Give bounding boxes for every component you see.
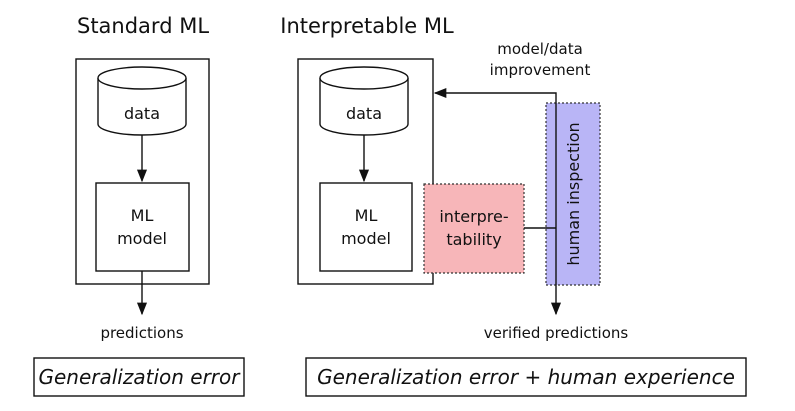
interpretability-box bbox=[423, 183, 525, 274]
human-inspection-box bbox=[545, 102, 601, 286]
standard-ml-model-label-line1: ML bbox=[131, 206, 154, 225]
feedback-arrow bbox=[433, 87, 557, 228]
standard-data-label: data bbox=[124, 104, 160, 123]
human-inspection-label: human inspection bbox=[564, 122, 583, 265]
standard-data-cylinder-icon bbox=[97, 66, 187, 136]
standard-ml-model-label-line2: model bbox=[117, 229, 167, 248]
verified-predictions-label: verified predictions bbox=[484, 324, 629, 342]
interpretable-metric-box bbox=[305, 357, 747, 397]
interpretable-ml-title: Interpretable ML bbox=[280, 14, 454, 38]
interpretability-label-line1: interpre- bbox=[439, 207, 508, 226]
interpretable-ml-model-label-line2: model bbox=[341, 229, 391, 248]
standard-metric-label: Generalization error bbox=[38, 365, 241, 389]
standard-ml-title: Standard ML bbox=[77, 14, 209, 38]
interpretable-ml-panel: Interpretable ML data ML model interpre-… bbox=[280, 14, 747, 397]
interpretable-ml-model-label-line1: ML bbox=[355, 206, 378, 225]
feedback-label-line1: model/data bbox=[497, 40, 583, 58]
interpretability-label-line2: tability bbox=[446, 230, 501, 249]
standard-predictions-label: predictions bbox=[100, 324, 183, 342]
standard-metric-box bbox=[33, 357, 245, 397]
feedback-label-line2: improvement bbox=[490, 61, 591, 79]
interpretable-data-label: data bbox=[346, 104, 382, 123]
interpretable-data-cylinder-icon bbox=[319, 66, 409, 136]
interpretable-metric-label: Generalization error + human experience bbox=[317, 365, 735, 389]
standard-ml-model-box bbox=[95, 182, 190, 272]
interpretable-ml-model-box bbox=[319, 182, 413, 272]
standard-ml-panel: Standard ML data ML model predictions Ge… bbox=[33, 14, 245, 397]
